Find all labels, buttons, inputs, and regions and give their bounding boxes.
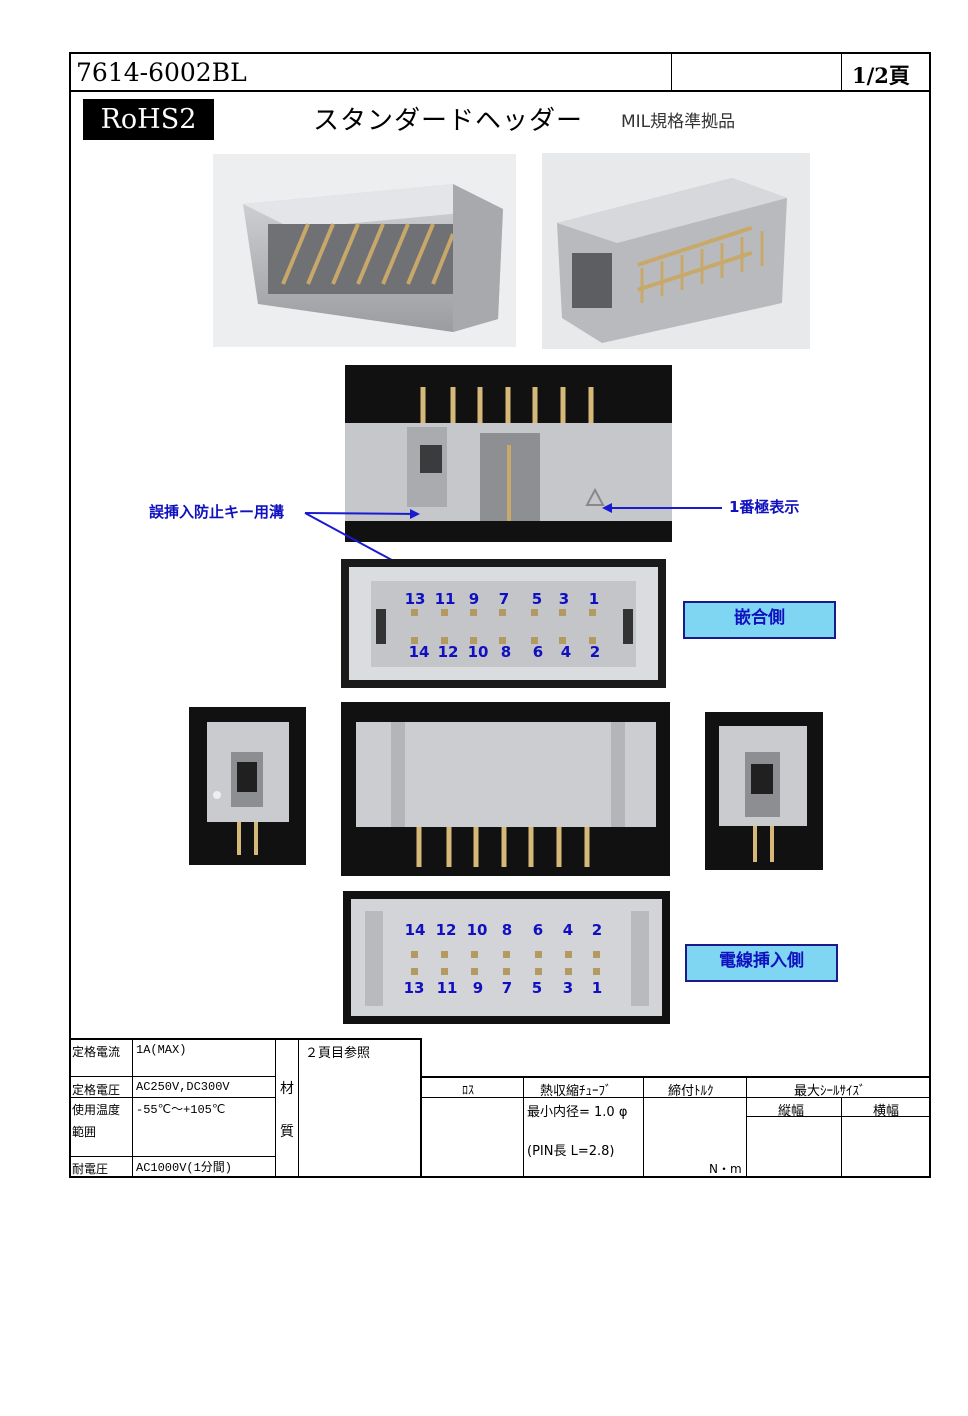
rohs-badge: RoHS2 [83, 99, 214, 140]
rated-voltage-label: 定格電圧 [72, 1083, 121, 1097]
mating-pin-top-2: 11 [434, 590, 456, 608]
mating-pin-top-7: 1 [588, 590, 600, 608]
mating-pin-bottom-2: 12 [437, 643, 459, 661]
wire-insert-side-photo [343, 891, 670, 1024]
wire-pin-top-4: 8 [501, 921, 513, 939]
page-indicator: 1/2頁 [852, 63, 910, 88]
header-divider [69, 90, 931, 92]
wire-pin-bottom-6: 3 [562, 979, 574, 997]
connector-top-view [345, 365, 672, 542]
wire-pin-bottom-7: 1 [591, 979, 603, 997]
material-reference: ２頁目参照 [305, 1046, 371, 1061]
product-title: スタンダードヘッダー [313, 106, 584, 136]
connector-photo-rear [542, 153, 810, 349]
mating-pin-top-1: 13 [404, 590, 426, 608]
wire-insert-side-callout: 電線挿入側 [685, 944, 838, 982]
mating-pin-top-3: 9 [468, 590, 480, 608]
temp-value: -55℃～+105℃ [136, 1103, 226, 1117]
mating-pin-bottom-7: 2 [589, 643, 601, 661]
page-frame [69, 52, 931, 1178]
mating-pin-top-5: 5 [531, 590, 543, 608]
col-heat-shrink-tube: 熱収縮ﾁｭｰﾌﾞ [540, 1084, 612, 1099]
key-slot-label: 誤挿入防止キー用溝 [149, 503, 285, 521]
wire-pin-bottom-2: 11 [436, 979, 458, 997]
mating-pin-bottom-3: 10 [467, 643, 489, 661]
mating-pin-top-6: 3 [558, 590, 570, 608]
wire-pin-top-5: 6 [532, 921, 544, 939]
wire-pin-bottom-1: 13 [403, 979, 425, 997]
wire-pin-bottom-5: 5 [531, 979, 543, 997]
connector-photo-front [213, 154, 516, 347]
mating-pin-bottom-1: 14 [408, 643, 430, 661]
connector-side-view-left [189, 707, 306, 865]
pin1-mark-label: 1番極表示 [729, 498, 800, 516]
wire-pin-bottom-3: 9 [472, 979, 484, 997]
wire-pin-top-7: 2 [591, 921, 603, 939]
header-sep-2 [841, 52, 842, 91]
wire-pin-top-6: 4 [562, 921, 574, 939]
rated-current-value: 1A(MAX) [136, 1043, 187, 1057]
col-seal-size: 最大ｼｰﾙｻｲｽﾞ [794, 1084, 866, 1099]
mating-side-callout: 嵌合側 [683, 601, 836, 639]
wire-pin-top-3: 10 [466, 921, 488, 939]
pin1-arrow [602, 503, 722, 513]
connector-front-view [341, 702, 670, 876]
material-label-2: 質 [280, 1124, 294, 1140]
rated-current-label: 定格電流 [72, 1045, 121, 1059]
col-rohs: ﾛｽ [462, 1083, 475, 1097]
mating-pin-bottom-6: 4 [560, 643, 572, 661]
withstand-value: AC1000V(1分間) [136, 1161, 233, 1175]
torque-unit: N・m [709, 1162, 742, 1176]
col-seal-width: 横幅 [873, 1104, 900, 1119]
mating-pin-bottom-4: 8 [500, 643, 512, 661]
col-seal-height: 縦幅 [778, 1104, 805, 1119]
col-torque: 締付ﾄﾙｸ [668, 1084, 714, 1099]
part-number: 7614-6002BL [76, 58, 247, 87]
connector-side-view-right [705, 712, 823, 870]
wire-pin-top-2: 12 [435, 921, 457, 939]
temp-label-2: 範囲 [72, 1125, 97, 1139]
header-sep-1 [671, 52, 672, 91]
mating-side-photo [341, 559, 666, 688]
standard-note: MIL規格準拠品 [621, 112, 736, 132]
mating-pin-top-4: 7 [498, 590, 510, 608]
rated-voltage-value: AC250V,DC300V [136, 1080, 230, 1094]
mating-pin-bottom-5: 6 [532, 643, 544, 661]
tube-min-inner-diameter: 最小内径= 1.0 φ [527, 1105, 628, 1120]
withstand-label: 耐電圧 [72, 1162, 109, 1176]
temp-label-1: 使用温度 [72, 1103, 121, 1117]
material-label-1: 材 [280, 1081, 294, 1097]
wire-pin-top-1: 14 [404, 921, 426, 939]
wire-pin-bottom-4: 7 [501, 979, 513, 997]
pin-length: (PIN長 L=2.8) [527, 1144, 615, 1159]
